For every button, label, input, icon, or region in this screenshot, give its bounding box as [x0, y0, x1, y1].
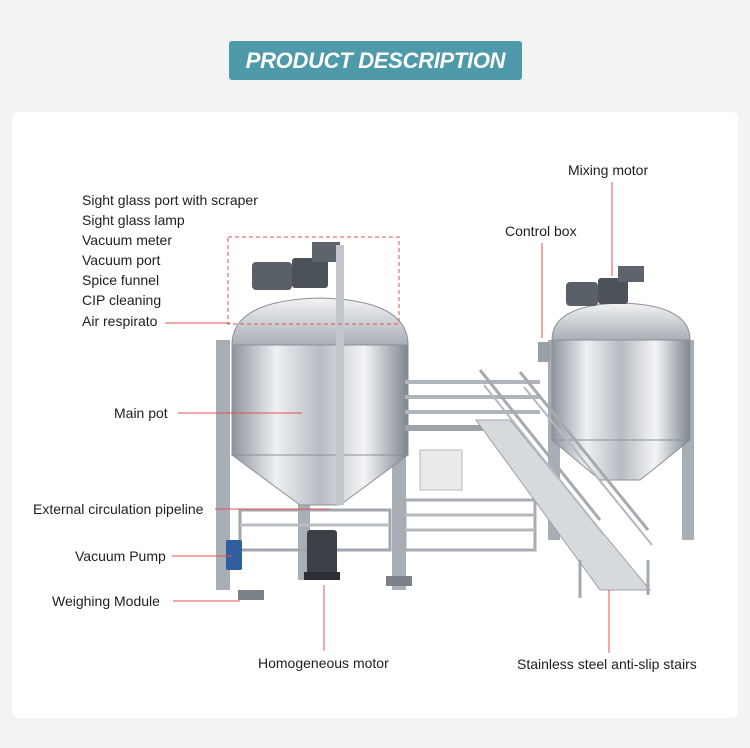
- anti-slip-stairs: [475, 369, 653, 598]
- label-mixing-motor: Mixing motor: [568, 162, 649, 178]
- label-sight-glass-lamp: Sight glass lamp: [82, 212, 185, 228]
- label-vacuum-port: Vacuum port: [82, 252, 161, 268]
- homogeneous-motor: [304, 530, 340, 580]
- mixing-motor-right: [566, 266, 644, 306]
- label-vacuum-pump: Vacuum Pump: [75, 548, 166, 564]
- label-cip-cleaning: CIP cleaning: [82, 292, 162, 308]
- right-tank: [538, 302, 694, 540]
- label-weighing-module: Weighing Module: [52, 593, 160, 609]
- label-spice-funnel: Spice funnel: [82, 272, 160, 288]
- weighing-module: [238, 576, 412, 600]
- label-vacuum-meter: Vacuum meter: [82, 232, 172, 248]
- middle-platform: [403, 380, 540, 552]
- label-main-pot: Main pot: [114, 405, 168, 421]
- label-sight-glass-port: Sight glass port with scraper: [82, 192, 258, 208]
- leader-lines: [165, 182, 613, 653]
- page-title: PRODUCT DESCRIPTION: [229, 41, 522, 80]
- top-fittings-highlight: [227, 236, 400, 325]
- label-control-box: Control box: [505, 223, 577, 239]
- vacuum-pump: [226, 540, 242, 570]
- label-external-circulation: External circulation pipeline: [33, 501, 204, 517]
- mixing-motor-left: [252, 242, 344, 505]
- label-stairs: Stainless steel anti-slip stairs: [517, 656, 697, 672]
- label-air-respirato: Air respirato: [82, 313, 158, 329]
- label-homogeneous-motor: Homogeneous motor: [258, 655, 389, 671]
